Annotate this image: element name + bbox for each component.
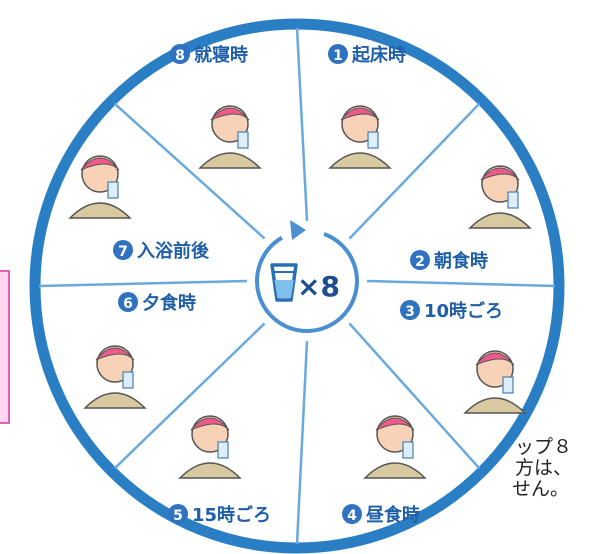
number-badge	[342, 504, 362, 524]
wheel-spokes	[38, 27, 556, 545]
number-badge-text: 5	[173, 508, 183, 524]
spoke-line	[38, 279, 248, 288]
three-oclock-figure-icon	[178, 415, 242, 479]
background-text-line-2: 方は、	[515, 457, 573, 479]
spoke-line	[348, 322, 481, 470]
number-badge	[168, 504, 188, 524]
bedtime-figure-icon	[198, 105, 262, 169]
number-badge	[170, 44, 190, 64]
segment-label-1: 1 起床時	[328, 44, 406, 66]
segment-label-6: 6 夕食時	[118, 292, 196, 314]
segment-label-3: 3 10時ごろ	[400, 300, 503, 322]
segment-label-4: 4 昼食時	[342, 504, 420, 526]
side-box	[0, 270, 10, 424]
number-badge	[118, 292, 138, 312]
cup-icon	[270, 263, 298, 302]
segment-label-8: 8 就寝時	[170, 44, 248, 66]
segment-label-text: 夕食時	[142, 292, 196, 314]
background-text-line-3: せん。	[512, 478, 570, 500]
number-badge	[410, 250, 430, 270]
segment-label-text: 起床時	[351, 44, 406, 66]
background-text-line-1: ップ８	[515, 436, 573, 458]
segment-label-text: 就寝時	[194, 44, 248, 66]
number-badge	[400, 300, 420, 320]
spoke-line	[113, 102, 266, 240]
center-multiplier: ×8	[297, 270, 340, 303]
number-badge-text: 1	[333, 48, 343, 64]
segment-label-2: 2 朝食時	[410, 250, 488, 272]
spoke-line	[113, 322, 266, 470]
cycle-arrowhead-icon	[290, 220, 306, 240]
lunch-figure-icon	[363, 415, 427, 479]
wake-up-figure-icon	[328, 105, 392, 169]
number-badge-text: 8	[175, 48, 185, 64]
number-badge	[328, 44, 348, 64]
center-hub: ×8	[255, 220, 359, 333]
segment-label-7: 7 入浴前後	[113, 240, 210, 262]
segment-label-5: 5 15時ごろ	[168, 504, 271, 526]
dinner-figure-icon	[83, 345, 147, 409]
illustrations	[68, 105, 532, 479]
segment-label-text: 入浴前後	[137, 240, 210, 262]
number-badge	[113, 240, 133, 260]
breakfast-figure-icon	[468, 165, 532, 229]
segment-label-text: 朝食時	[434, 250, 488, 272]
number-badge-text: 6	[123, 296, 133, 312]
segment-label-text: 昼食時	[366, 504, 420, 526]
bath-figure-icon	[68, 155, 132, 219]
number-badge-text: 2	[415, 254, 425, 270]
number-badge-text: 4	[347, 508, 357, 524]
number-badge-text: 7	[118, 244, 128, 260]
spoke-line	[366, 279, 556, 288]
number-badge-text: 3	[405, 304, 415, 320]
spoke-line	[295, 340, 309, 545]
segment-label-text: 15時ごろ	[192, 504, 271, 526]
ten-oclock-figure-icon	[463, 350, 527, 414]
segment-labels: 1 起床時 2 朝食時 3 10時ごろ 4 昼食時 5 15時ごろ 6 夕食時 7 入浴前後 8 就寝時	[113, 44, 503, 526]
center-cycle-arrow	[255, 229, 359, 333]
spoke-line	[348, 102, 481, 240]
segment-label-text: 10時ごろ	[424, 300, 503, 322]
spoke-line	[295, 27, 309, 222]
